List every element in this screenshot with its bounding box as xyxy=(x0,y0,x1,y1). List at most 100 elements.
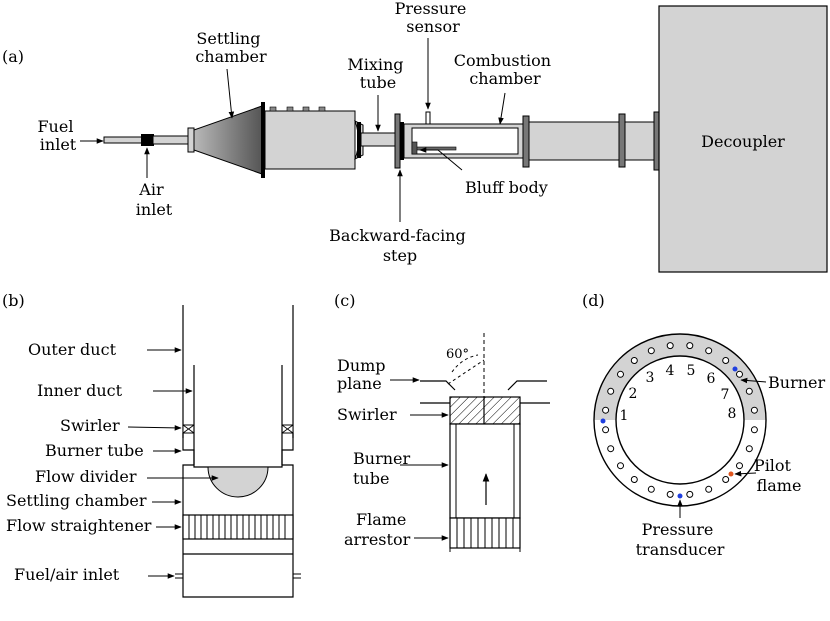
panel-c: (c) 60° Dump plane Swirler Bur xyxy=(334,291,550,552)
transducer-dot-left xyxy=(600,418,606,424)
angle-label: 60° xyxy=(446,347,469,362)
burner-number-6: 6 xyxy=(707,371,716,387)
panel-b: (b) Outer duct Inner duct Swirler xyxy=(2,291,301,598)
burner-number-4: 4 xyxy=(666,363,675,379)
air-inlet-label: Air inlet xyxy=(136,180,173,219)
panel-b-tag: (b) xyxy=(2,291,25,310)
settling-chamber-b-label: Settling chamber xyxy=(6,491,147,510)
burner-hole xyxy=(705,347,713,355)
combustion-chamber-label: Combustion chamber xyxy=(454,51,556,88)
decoupler-box xyxy=(658,5,828,273)
fuel-line xyxy=(103,136,143,144)
inlet-stub-right xyxy=(293,573,301,579)
nozzle-flange xyxy=(357,122,361,158)
settling-chamber-label: Settling chamber xyxy=(195,29,267,66)
step-plate xyxy=(400,122,404,160)
settling-bolt xyxy=(302,106,310,112)
settling-chamber-arrow xyxy=(226,68,235,119)
panel-a: (a) Decoupler xyxy=(2,0,828,273)
combustion-chamber-arrow xyxy=(498,92,506,125)
burner-tube-c xyxy=(449,423,521,519)
burner-hole xyxy=(745,445,753,453)
bluff-body xyxy=(411,141,418,155)
mixing-tube xyxy=(360,132,396,147)
flow-straightener xyxy=(182,514,294,540)
burner-hole xyxy=(630,357,638,364)
burner-band xyxy=(594,334,766,420)
burner-hole xyxy=(722,476,730,483)
panel-d: (d) 1 2 3 4 5 6 7 8 Burner Pilot flame P… xyxy=(582,291,825,559)
transducer-dot-bottom xyxy=(677,493,683,499)
burner-number-1: 1 xyxy=(620,408,629,424)
burner-holes xyxy=(602,342,758,498)
burner-hole xyxy=(617,462,624,470)
burner-arrow xyxy=(740,377,767,384)
swirler-c xyxy=(449,396,521,425)
fuel-inlet-label: Fuel inlet xyxy=(37,117,78,154)
burner-number-7: 7 xyxy=(721,387,730,403)
dump-plane-left xyxy=(420,380,456,391)
outer-duct-label: Outer duct xyxy=(28,340,117,359)
settling-bolt xyxy=(269,106,277,112)
burner-tube-b-label: Burner tube xyxy=(45,441,144,460)
cone-flange xyxy=(187,127,195,153)
panel-d-tag: (d) xyxy=(582,291,605,310)
dump-plane-label: Dump plane xyxy=(337,356,391,393)
flow-straightener-label: Flow straightener xyxy=(6,516,152,535)
burner-tube-right xyxy=(281,433,294,465)
decoupler-label: Decoupler xyxy=(701,132,785,151)
burner-number-5: 5 xyxy=(687,363,696,379)
straightener-vanes xyxy=(188,515,286,539)
burner-hole xyxy=(602,426,610,434)
settling-cone xyxy=(193,105,263,175)
settling-bolt xyxy=(318,106,326,112)
mixing-tube-label: Mixing tube xyxy=(347,55,408,92)
inlet-stub-left xyxy=(175,573,183,579)
panel-a-tag: (a) xyxy=(2,47,24,66)
burner-hole xyxy=(617,370,624,378)
burner-hole xyxy=(602,406,610,414)
burner-hole xyxy=(647,485,655,493)
air-line xyxy=(152,135,190,145)
burner-hole xyxy=(666,342,674,350)
duct-flange xyxy=(618,113,626,168)
panel-c-tag: (c) xyxy=(334,291,355,310)
burner-hole xyxy=(750,406,758,414)
swirler-label: Swirler xyxy=(60,416,120,435)
flame-arrestor-label: Flame arrestor xyxy=(344,510,412,549)
burner-tube-left xyxy=(182,433,195,465)
angle-line xyxy=(447,359,485,385)
air-inlet-block xyxy=(141,134,154,146)
downstream-duct xyxy=(528,121,656,161)
pilot-flame-arrow xyxy=(734,470,757,477)
duct-flange xyxy=(522,115,530,168)
burner-number-3: 3 xyxy=(646,370,655,386)
swirler-arrow xyxy=(127,425,182,431)
burner-hole xyxy=(647,347,655,355)
bluff-body-arrow xyxy=(419,147,463,171)
settling-flange xyxy=(261,102,265,178)
dump-plane-right xyxy=(507,380,547,391)
burner-hole xyxy=(630,476,638,483)
burner-tube-c-label: Burner tube xyxy=(353,449,415,488)
burner-hole xyxy=(736,462,743,470)
inner-duct-label: Inner duct xyxy=(37,381,123,400)
burner-hole xyxy=(607,445,615,453)
pilot-flame-label: Pilot flame xyxy=(754,456,802,495)
flow-divider xyxy=(207,466,269,498)
swirler-c-label: Swirler xyxy=(337,405,397,424)
transducer-dot-top xyxy=(732,366,738,372)
burner-number-2: 2 xyxy=(629,386,638,402)
swirler-left-mark xyxy=(182,424,195,434)
step-flange xyxy=(394,113,401,169)
burner-number-8: 8 xyxy=(728,406,737,422)
arrestor-vanes xyxy=(456,518,514,548)
swirler-right-mark xyxy=(281,424,294,434)
decoupler-flange xyxy=(653,111,660,171)
settling-bolt xyxy=(286,106,294,112)
bluff-body-label: Bluff body xyxy=(465,178,548,197)
flow-divider-cup xyxy=(193,425,283,468)
pilot-flame-dot xyxy=(728,471,734,477)
backward-step-label: Backward-facing step xyxy=(329,226,471,265)
burner-hole xyxy=(705,485,713,493)
